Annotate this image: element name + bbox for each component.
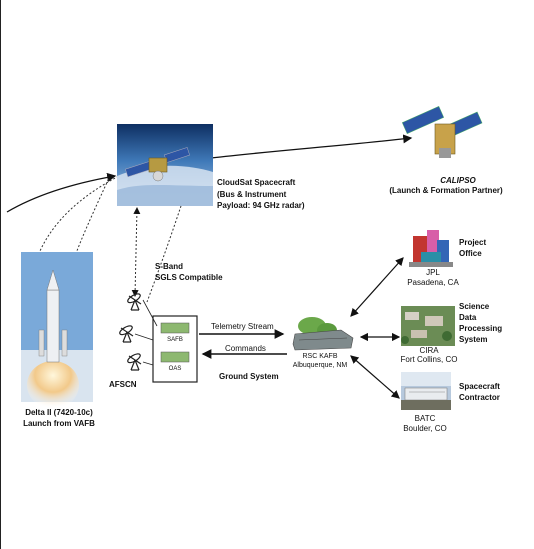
arrow-to-batc <box>350 355 400 399</box>
cira-title1: Science <box>459 302 490 311</box>
rsc-org: RSC KAFB <box>302 353 338 360</box>
jpl-org: JPL <box>426 268 440 277</box>
launch-line1: Delta II (7420-10c) <box>25 408 93 417</box>
batc-title2: Contractor <box>459 393 500 402</box>
jpl-title1: Project <box>459 238 487 247</box>
calipso-role: (Launch & Formation Partner) <box>389 186 503 195</box>
cloudsat-image <box>117 124 213 206</box>
commands-label: Commands <box>225 344 266 353</box>
antenna-2-icon <box>119 325 134 343</box>
telemetry-label: Telemetry Stream <box>211 322 274 331</box>
cloudsat-title: CloudSat Spacecraft <box>217 178 296 187</box>
cira-title2: Data <box>459 313 477 322</box>
cloudsat-line2: (Bus & Instrument <box>217 190 287 199</box>
jpl-place: Pasadena, CA <box>407 278 459 287</box>
sband-line2: SGLS Compatible <box>155 273 223 282</box>
orbit-path <box>6 172 117 213</box>
ascent-path-1 <box>36 175 120 259</box>
batc-building-image <box>401 372 451 410</box>
cira-campus-image <box>401 306 455 346</box>
downlink-dotted-1 <box>131 207 141 297</box>
launch-line2: Launch from VAFB <box>23 419 95 428</box>
jpl-building-image <box>409 230 453 267</box>
batc-title1: Spacecraft <box>459 382 500 391</box>
sband-line1: S-Band <box>155 262 183 271</box>
safb-label: SAFB <box>167 337 183 343</box>
cloudsat-line3: Payload: 94 GHz radar) <box>217 201 305 210</box>
orbit-path-upper <box>210 134 413 159</box>
arrow-to-jpl <box>350 257 404 317</box>
cira-place: Fort Collins, CO <box>400 355 458 364</box>
rsc-kafb-building <box>292 317 354 351</box>
cira-title3: Processing <box>459 324 503 333</box>
antenna-3-icon <box>127 353 142 371</box>
rsc-place: Albuquerque, NM <box>292 362 348 369</box>
oas-label: OAS <box>168 366 182 372</box>
delta-ii-rocket <box>21 252 93 409</box>
cira-org: CIRA <box>419 346 439 355</box>
calipso-satellite <box>401 106 483 158</box>
batc-place: Boulder, CO <box>403 424 447 433</box>
calipso-name: CALIPSO <box>440 176 476 185</box>
batc-org: BATC <box>414 414 436 423</box>
antenna-1-icon <box>127 293 142 311</box>
safb-building <box>160 322 190 334</box>
afscn-label: AFSCN <box>109 380 137 389</box>
cira-title4: System <box>459 335 488 344</box>
downlink-dotted-2 <box>146 205 182 303</box>
ground-system-label: Ground System <box>219 372 279 381</box>
jpl-title2: Office <box>459 249 482 258</box>
oas-building <box>160 351 190 363</box>
